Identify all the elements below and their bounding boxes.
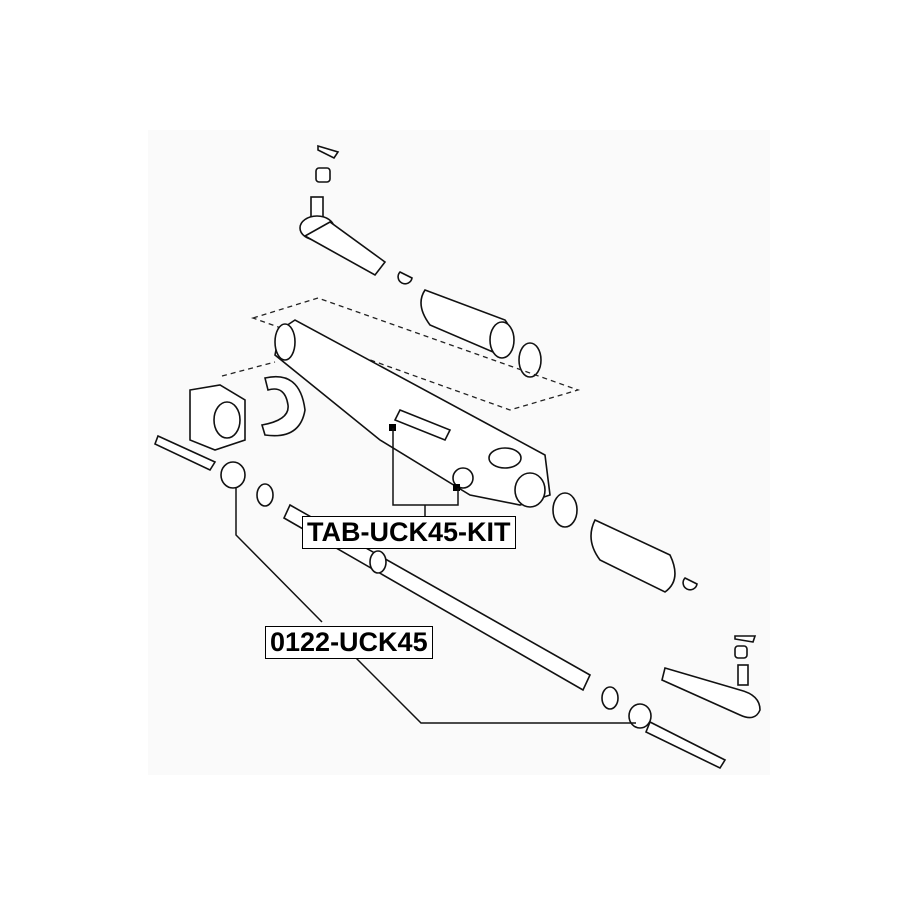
upper-clip bbox=[397, 271, 413, 285]
left-inner-tie-rod bbox=[153, 434, 246, 489]
left-washer bbox=[256, 483, 274, 507]
kit-boundary-upper bbox=[250, 297, 581, 411]
upper-boot bbox=[420, 289, 542, 378]
right-inner-tie-rod bbox=[628, 703, 727, 770]
kit-leader-lines bbox=[392, 428, 459, 516]
kit-boundary-lower bbox=[221, 361, 276, 377]
kit-part-number-label: TAB-UCK45-KIT bbox=[302, 516, 516, 549]
rack-bar bbox=[282, 503, 592, 692]
right-washer bbox=[601, 686, 619, 710]
tie-rod-leader-lines bbox=[235, 487, 636, 724]
lower-tie-rod-end bbox=[661, 635, 761, 719]
lower-boot bbox=[552, 492, 698, 593]
rack-bracket bbox=[260, 376, 306, 437]
tie-rod-part-number-label: 0122-UCK45 bbox=[265, 626, 433, 659]
rack-bushing bbox=[189, 384, 246, 451]
upper-tie-rod-end bbox=[299, 144, 387, 277]
rack-housing bbox=[274, 319, 551, 508]
